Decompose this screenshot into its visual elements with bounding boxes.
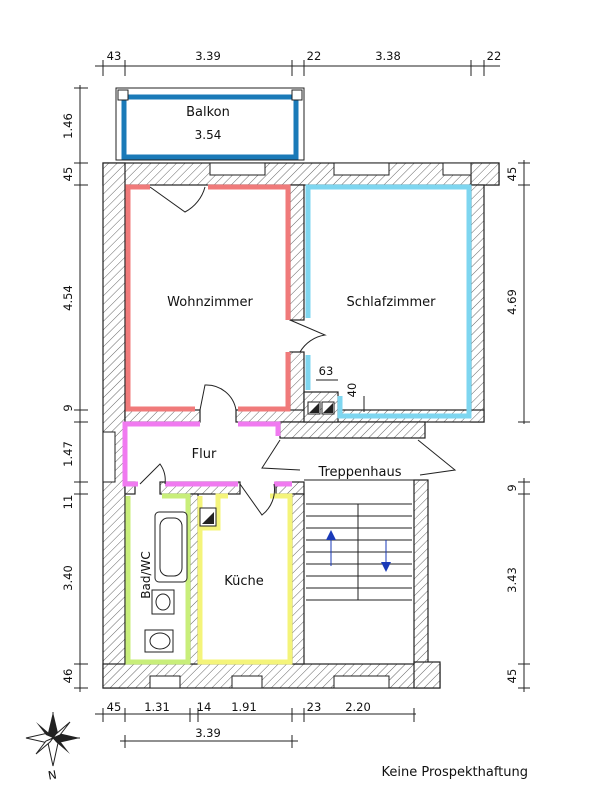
- dimension-label: 2.20: [345, 700, 371, 714]
- dimension-label: 1.46: [61, 113, 75, 139]
- dimension-label: 3.38: [375, 49, 401, 63]
- compass-icon: N: [25, 712, 80, 783]
- right-dimension-chain: 45 4.69 9 3.43 45: [505, 160, 530, 692]
- dimension-label: 1.91: [231, 700, 257, 714]
- staircase: [304, 479, 414, 601]
- dimension-label: 45: [505, 167, 519, 182]
- room-label-flur: Flur: [192, 447, 217, 462]
- room-area-balkon: 3.54: [195, 128, 222, 142]
- dimension-label: 22: [487, 49, 502, 63]
- bottom-dimension-chain: 45 1.31 14 1.91 23 2.20 3.39: [95, 700, 416, 748]
- dimension-label: 4.69: [505, 289, 519, 315]
- room-label-kueche: Küche: [224, 574, 264, 589]
- dimension-label: 9: [61, 404, 75, 411]
- dimension-label: 45: [61, 167, 75, 182]
- dimension-label: 22: [307, 49, 322, 63]
- dimension-label: 3.43: [505, 567, 519, 593]
- dimension-label: 46: [61, 669, 75, 684]
- dimension-label: 9: [505, 484, 519, 491]
- dimension-label: 1.47: [61, 441, 75, 467]
- balcony: [115, 87, 305, 161]
- room-label-wohnzimmer: Wohnzimmer: [167, 295, 253, 310]
- bathroom-fixtures: [144, 401, 335, 653]
- disclaimer-text: Keine Prospekthaftung: [381, 765, 528, 780]
- dimension-label: 11: [61, 495, 75, 510]
- dimension-label: 14: [197, 700, 212, 714]
- doors: [139, 186, 457, 516]
- room-label-bad-wc: Bad/WC: [139, 551, 153, 599]
- dimension-label: 23: [307, 700, 322, 714]
- room-label-treppenhaus: Treppenhaus: [317, 465, 401, 480]
- room-outlines: [122, 184, 472, 665]
- room-label-schlafzimmer: Schlafzimmer: [347, 295, 437, 310]
- dimension-label: 45: [505, 669, 519, 684]
- dimension-label: 3.40: [61, 565, 75, 591]
- room-label-balkon: Balkon: [186, 105, 230, 120]
- dimension-label: 1.31: [144, 700, 170, 714]
- dimension-label: 40: [345, 383, 359, 398]
- dimension-label: 43: [107, 49, 122, 63]
- dimension-label-total: 3.39: [195, 726, 221, 740]
- left-dimension-chain: 1.46 45 4.54 9 1.47 11 3.40 46: [61, 85, 88, 692]
- dimension-label: 63: [319, 364, 334, 378]
- top-dimension-chain: 43 3.39 22 3.38 22: [95, 49, 501, 76]
- dimension-label: 4.54: [61, 285, 75, 311]
- dimension-label: 3.39: [195, 49, 221, 63]
- dimension-label: 45: [107, 700, 122, 714]
- compass-north-label: N: [47, 767, 58, 782]
- windows: [102, 162, 472, 689]
